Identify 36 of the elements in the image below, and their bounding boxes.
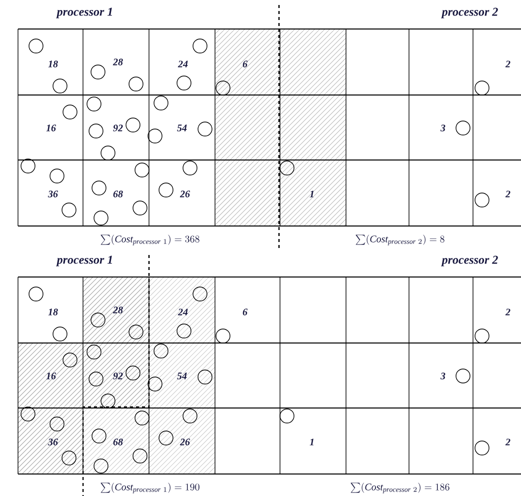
- cell-number: 18: [48, 60, 58, 68]
- cost-sum: $\sum(\mathit{Cost}_{\mathit{processor}\ 2})=8$: [356, 234, 444, 246]
- cell-number: 36: [48, 190, 58, 198]
- cell-number: 18: [48, 308, 58, 316]
- cell-number: 1: [310, 190, 314, 198]
- cell-number: 28: [112, 306, 123, 314]
- cell-number: 16: [46, 372, 56, 380]
- cell-number: 6: [242, 60, 248, 68]
- cell-number: 28: [112, 58, 123, 66]
- cell-number: 68: [113, 190, 123, 198]
- cell-number: 1: [310, 438, 314, 446]
- cost-sum: $\sum(\mathit{Cost}_{\mathit{processor}\ 1})=368$: [100, 234, 200, 246]
- cell-number: 2: [505, 438, 510, 446]
- cell-number: 24: [178, 60, 188, 68]
- cost-sum: $\sum(\mathit{Cost}_{\mathit{processor}\ 2})=186$: [350, 482, 450, 494]
- cell-number: 26: [180, 190, 190, 198]
- processor-label: processor 1: [56, 8, 112, 18]
- cell-number: 24: [178, 308, 188, 316]
- cell-number: 54: [177, 124, 187, 132]
- cell-number: 36: [48, 438, 58, 446]
- cell-number: 92: [113, 372, 123, 380]
- processor-label: processor 1: [56, 256, 112, 266]
- cost-sum: $\sum(\mathit{Cost}_{\mathit{processor}\ 1})=190$: [100, 482, 200, 494]
- cell-number: 26: [180, 438, 190, 446]
- cell-number: 2: [505, 308, 510, 316]
- cell-number: 3: [440, 372, 446, 380]
- cell-number: 3: [440, 124, 446, 132]
- cell-number: 68: [113, 438, 123, 446]
- cell-number: 54: [177, 372, 187, 380]
- cell-number: 2: [505, 190, 510, 198]
- cell-number: 16: [46, 124, 56, 132]
- processor-label: processor 2: [440, 256, 498, 266]
- cell-number: 2: [505, 60, 510, 68]
- processor-label: processor 2: [440, 8, 498, 18]
- cell-number: 92: [113, 124, 123, 132]
- cell-number: 6: [242, 308, 248, 316]
